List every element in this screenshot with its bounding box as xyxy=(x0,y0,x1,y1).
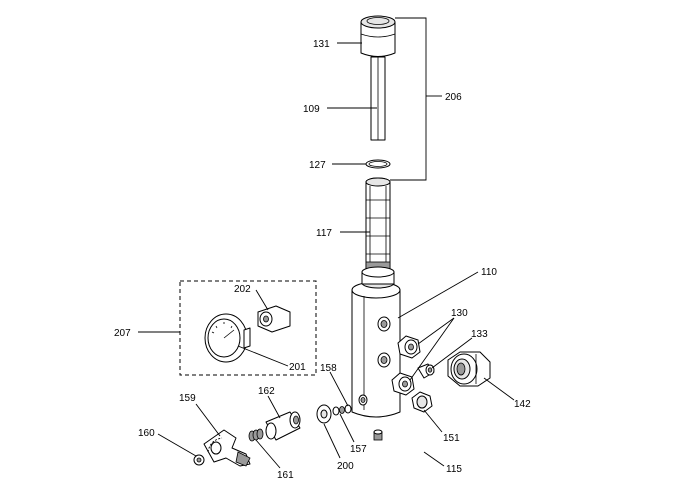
callout-131: 131 xyxy=(313,39,330,50)
callout-201: 201 xyxy=(289,362,306,373)
part-207-kit-boundary xyxy=(179,280,317,376)
part-117-sleeve xyxy=(365,177,391,271)
callout-160: 160 xyxy=(138,428,155,439)
callout-127: 127 xyxy=(309,160,326,171)
part-110-manifold-body xyxy=(351,266,401,418)
part-202-adapter xyxy=(257,305,291,333)
part-151-plug xyxy=(411,391,433,413)
callout-159: 159 xyxy=(179,393,196,404)
callout-202: 202 xyxy=(234,284,251,295)
leader-lines xyxy=(138,17,515,469)
part-160-screw xyxy=(193,454,205,466)
callout-109: 109 xyxy=(303,104,320,115)
part-157-check-fitting xyxy=(332,404,352,416)
callout-115: 115 xyxy=(446,464,462,475)
part-130-fitting-upper xyxy=(397,335,421,359)
part-130-fitting-lower xyxy=(391,372,415,396)
part-115-tube xyxy=(373,429,438,473)
callout-labels: 131 109 206 127 117 110 202 207 201 130 … xyxy=(114,39,531,481)
callout-110: 110 xyxy=(481,267,497,278)
part-159-handle-lever xyxy=(203,429,251,467)
part-200-washer xyxy=(316,404,332,424)
callout-117: 117 xyxy=(316,228,332,239)
part-162-valve-body xyxy=(265,411,301,441)
part-109-rod xyxy=(370,56,386,141)
callout-161: 161 xyxy=(277,470,294,481)
callout-142: 142 xyxy=(514,399,531,410)
callout-130: 130 xyxy=(451,308,468,319)
part-127-o-ring xyxy=(365,159,391,169)
callout-162: 162 xyxy=(258,386,275,397)
callout-133: 133 xyxy=(471,329,488,340)
callout-207: 207 xyxy=(114,328,131,339)
part-161-spring xyxy=(248,428,264,442)
callout-158: 158 xyxy=(320,363,337,374)
callout-151: 151 xyxy=(443,433,460,444)
callout-157: 157 xyxy=(350,444,367,455)
part-201-gauge xyxy=(204,313,251,363)
part-131-handle-cap xyxy=(360,15,396,57)
part-142-swivel-nut xyxy=(447,351,491,387)
callout-200: 200 xyxy=(337,461,354,472)
callout-206: 206 xyxy=(445,92,462,103)
